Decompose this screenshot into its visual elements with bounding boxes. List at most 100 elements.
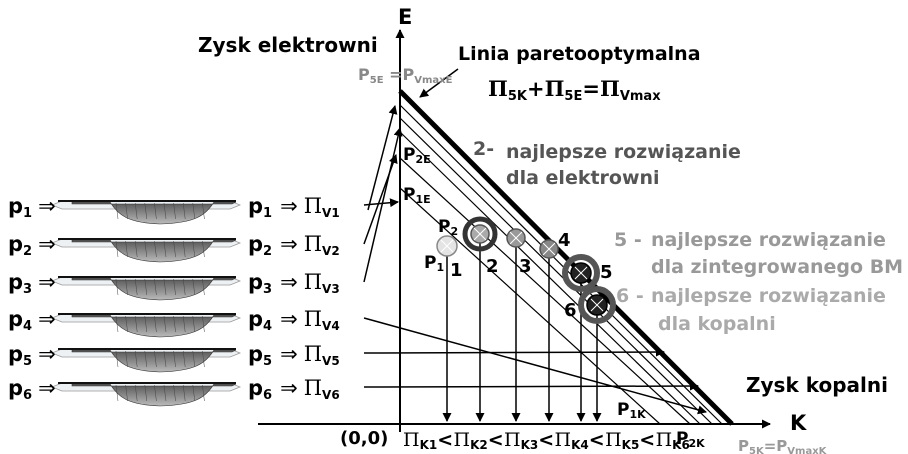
best-bm-line1: najlepsze rozwiązanie	[651, 229, 886, 251]
row-5: p5⇒p5⇒ΠV5	[8, 342, 340, 373]
y-axis-title: Zysk elektrowni	[198, 33, 378, 57]
mesh-grid-line	[144, 240, 148, 258]
y-axis-label: E	[398, 5, 412, 29]
p1e-label: P1E	[403, 185, 431, 206]
mesh-grid-line	[192, 350, 196, 368]
mesh-grid-line	[154, 350, 157, 368]
row-right-label: p2⇒ΠV2	[248, 232, 340, 259]
row-right-label: p1⇒ΠV1	[248, 194, 340, 221]
budget-line	[399, 131, 701, 425]
mesh-grid-line	[163, 202, 167, 220]
point-number-5: 5	[600, 262, 613, 283]
mesh-grid-line	[115, 278, 119, 296]
deposit-mesh	[71, 383, 237, 407]
solution-point-6	[578, 286, 616, 324]
p2e-label: P2E	[403, 145, 431, 166]
row-right-label: p3⇒ΠV3	[248, 270, 340, 297]
row-left-label: p2⇒	[8, 232, 56, 259]
best-mine-number: 6 -	[616, 285, 644, 307]
mesh-grid-line	[173, 240, 176, 258]
origin-label: (0,0)	[340, 428, 388, 449]
budget-line	[399, 117, 713, 425]
mesh-grid-line	[144, 315, 148, 333]
row-right-label: p4⇒ΠV4	[248, 307, 340, 334]
best-bm-line2: dla zintegrowanego BM	[651, 256, 903, 278]
p2k-label: P2K	[676, 429, 705, 450]
mesh-grid-line	[173, 350, 176, 368]
row-left-label: p6⇒	[8, 376, 56, 403]
row-left-label: p3⇒	[8, 270, 56, 297]
mesh-grid-line	[182, 315, 186, 333]
mesh-grid-line	[134, 384, 138, 402]
solution-point-2	[462, 216, 498, 252]
deposit-mesh	[71, 349, 237, 373]
row-left-label: p1⇒	[8, 194, 56, 221]
mesh-grid-line	[182, 202, 186, 220]
mesh-grid-line	[192, 202, 196, 220]
point-number-6: 6	[564, 300, 577, 321]
mesh-grid-line	[115, 350, 119, 368]
mesh-grid-line	[125, 240, 128, 258]
mesh-grid-line	[134, 202, 138, 220]
mesh-grid-line	[202, 315, 205, 333]
mesh-grid-line	[202, 278, 205, 296]
best-power-plant-number: 2-	[473, 138, 494, 160]
pareto-title: Linia paretooptymalna	[458, 43, 701, 65]
row-arrow	[363, 127, 403, 283]
mesh-grid-line	[134, 278, 138, 296]
mesh-grid-line	[134, 240, 138, 258]
mesh-grid-line	[182, 384, 186, 402]
best-power-plant-line1: najlepsze rozwiązanie	[506, 141, 741, 163]
mesh-grid-line	[115, 315, 119, 333]
mesh-grid-line	[144, 350, 148, 368]
pareto-line	[398, 89, 734, 426]
mesh-grid-line	[154, 202, 157, 220]
mesh-grid-line	[192, 278, 196, 296]
mesh-grid-line	[173, 315, 176, 333]
row-2: p2⇒ p2⇒ΠV2	[8, 232, 340, 263]
best-power-plant-line2: dla elektrowni	[506, 167, 660, 189]
mesh-grid-line	[173, 278, 176, 296]
row-3: p3⇒ p3⇒ΠV3	[8, 270, 340, 301]
mesh-grid-line	[163, 315, 167, 333]
row-arrow	[363, 317, 707, 415]
mesh-grid-line	[154, 278, 157, 296]
mesh-grid-line	[202, 240, 205, 258]
row-arrow	[363, 381, 699, 391]
row-6: p6⇒ p6⇒ΠV6	[8, 376, 340, 407]
pareto-pointer	[419, 68, 459, 98]
point-number-3: 3	[519, 256, 532, 277]
deposit-mesh	[71, 239, 237, 263]
point-number-1: 1	[450, 260, 463, 281]
mesh-grid-line	[154, 240, 157, 258]
mesh-grid-line	[173, 384, 176, 402]
row-right-label: p6⇒ΠV6	[248, 376, 340, 403]
row-1: p1⇒ p1⇒ΠV1	[8, 194, 340, 225]
row-arrow	[363, 347, 665, 357]
mesh-grid-line	[115, 240, 119, 258]
deposit-mesh	[71, 201, 237, 225]
budget-line	[399, 157, 691, 425]
mesh-grid-line	[134, 315, 138, 333]
mesh-grid-line	[192, 315, 196, 333]
best-mine-line2: dla kopalni	[658, 313, 776, 335]
mesh-grid-line	[144, 278, 148, 296]
row-left-label: p5⇒	[8, 342, 56, 369]
deposit-mesh	[71, 314, 237, 338]
mesh-grid-line	[192, 384, 196, 402]
p1-label: P1	[424, 253, 444, 274]
mesh-grid-line	[182, 350, 186, 368]
mesh-grid-line	[192, 240, 196, 258]
mesh-grid-line	[125, 350, 128, 368]
solution-point-5	[562, 254, 600, 292]
left-rows: p1⇒p1⇒ΠV1p2⇒p2⇒ΠV2p3⇒p3⇒ΠV3p4⇒p4⇒ΠV4p5⇒p…	[8, 194, 340, 407]
mesh-grid-line	[173, 202, 176, 220]
best-bm-number: 5 -	[614, 229, 642, 251]
mesh-grid-line	[202, 384, 205, 402]
point-number-4: 4	[558, 230, 571, 251]
mesh-grid-line	[125, 315, 128, 333]
row-arrow	[367, 105, 398, 211]
mesh-grid-line	[154, 384, 157, 402]
mesh-grid-line	[125, 202, 128, 220]
mesh-grid-line	[125, 278, 128, 296]
